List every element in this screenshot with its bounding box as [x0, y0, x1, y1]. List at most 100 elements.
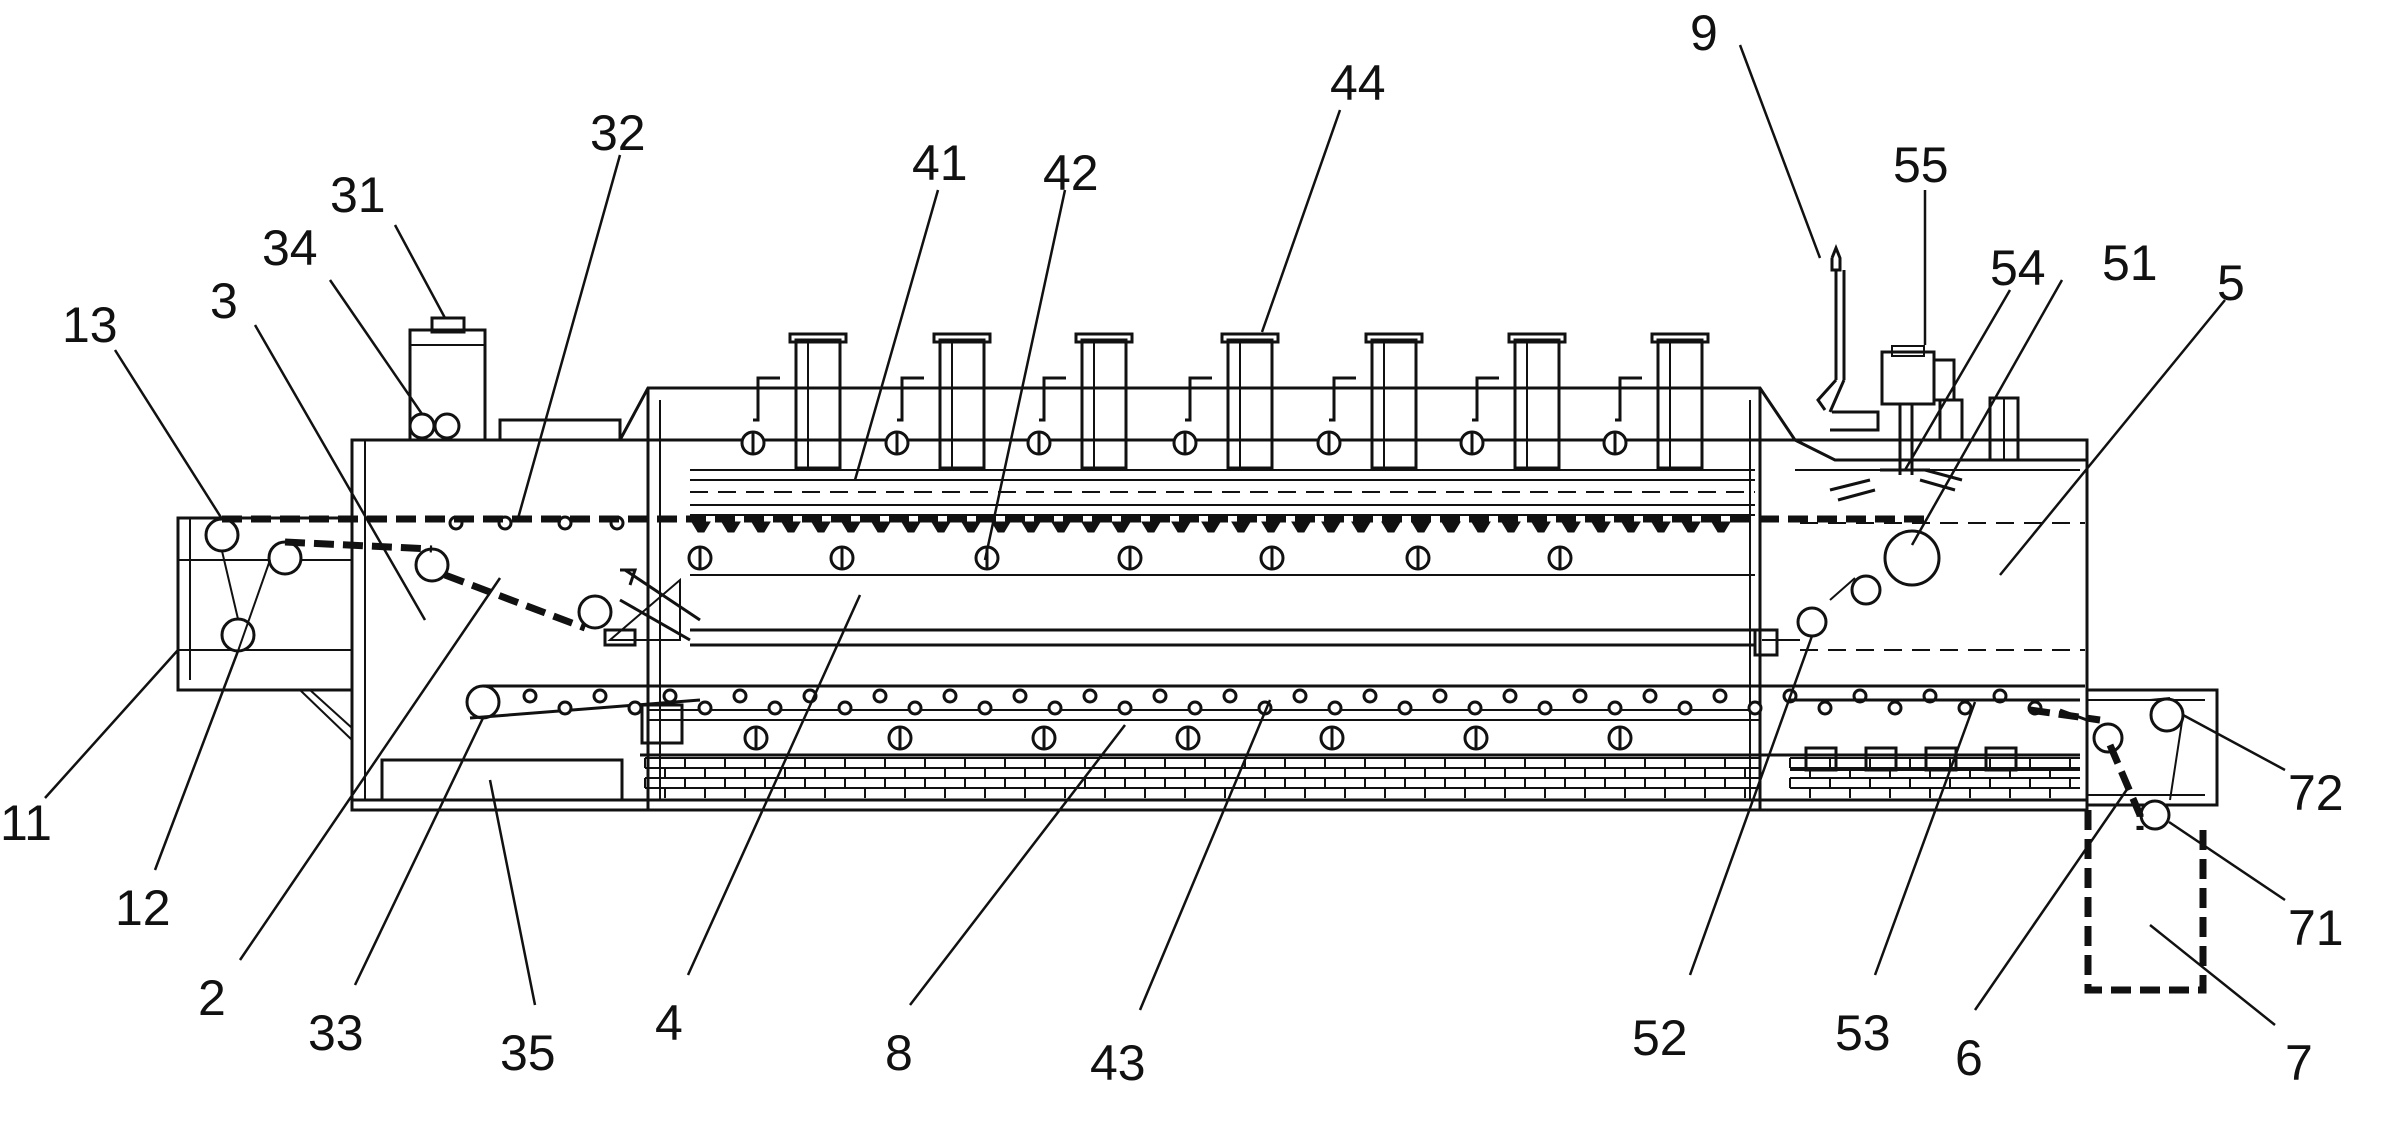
conveyor-roll	[1222, 688, 1238, 704]
conveyor-roll	[872, 688, 888, 704]
roll-51	[1883, 529, 1941, 587]
conveyor-roll	[662, 688, 678, 704]
label-43: 43	[1090, 1035, 1146, 1091]
jet-nozzle	[991, 521, 1011, 533]
chamber-8	[640, 703, 2080, 798]
label-52: 52	[1632, 1010, 1688, 1066]
blower-pipe	[1185, 376, 1212, 422]
label-33: 33	[308, 1005, 364, 1061]
label-13: 13	[62, 297, 118, 353]
jet-nozzle	[1621, 521, 1641, 533]
roll-34a	[408, 412, 436, 440]
jet-nozzle	[1291, 521, 1311, 533]
blower-unit	[1656, 338, 1704, 470]
jet-nozzle	[691, 521, 711, 533]
jet-nozzle	[901, 521, 921, 533]
jet-nozzle	[1141, 521, 1161, 533]
jet-nozzle	[1711, 521, 1731, 533]
label-54: 54	[1990, 240, 2046, 296]
jet-nozzle	[961, 521, 981, 533]
leader-lines	[44, 44, 2286, 1026]
jet-nozzle	[1231, 521, 1251, 533]
conveyor-roll	[942, 688, 958, 704]
label-8: 8	[885, 1025, 913, 1081]
conveyor-roll	[1362, 688, 1378, 704]
jet-nozzle	[1051, 521, 1071, 533]
label-51: 51	[2102, 235, 2158, 291]
blower-units	[740, 332, 1710, 470]
roll-13	[204, 517, 240, 553]
jet-nozzle	[1531, 521, 1551, 533]
conveyor-roll	[1677, 700, 1693, 716]
label-34: 34	[262, 220, 318, 276]
label-35: 35	[500, 1025, 556, 1081]
section-3	[380, 316, 701, 802]
label-44: 44	[1330, 55, 1386, 111]
roll-6	[2092, 722, 2124, 754]
conveyor-roll	[1957, 700, 1973, 716]
blower-cap	[1074, 332, 1134, 344]
blower-unit	[1080, 338, 1128, 470]
jet-nozzle	[1111, 521, 1131, 533]
label-11: 11	[0, 795, 52, 851]
roll-52	[1796, 606, 1828, 638]
blower-unit	[1370, 338, 1418, 470]
blower-pipe	[1472, 376, 1499, 422]
blower-unit	[938, 338, 986, 470]
blower-cap	[1364, 332, 1424, 344]
roll-3a	[414, 547, 450, 583]
jet-nozzle	[1411, 521, 1431, 533]
fabric-thin-path	[221, 550, 2184, 801]
jet-nozzle	[871, 521, 891, 533]
part-labels: 9 44 55 32 41 42 54 51 5 31 34 13 3 11 1…	[0, 5, 2344, 1091]
jet-nozzle	[781, 521, 801, 533]
roll-33	[465, 684, 501, 720]
label-12: 12	[115, 880, 171, 936]
label-55: 55	[1893, 137, 1949, 193]
jet-nozzle	[1351, 521, 1371, 533]
conveyor-roll	[627, 700, 643, 716]
label-4: 4	[655, 995, 683, 1051]
conveyor-roll	[1292, 688, 1308, 704]
label-71: 71	[2288, 900, 2344, 956]
roll-72	[2149, 697, 2185, 733]
label-41: 41	[912, 135, 968, 191]
blower-unit	[794, 338, 842, 470]
jet-nozzle	[1681, 521, 1701, 533]
roll-infeed-top	[267, 540, 303, 576]
label-53: 53	[1835, 1005, 1891, 1061]
conveyor-roll	[522, 688, 538, 704]
blower-pipe	[1615, 376, 1642, 422]
conveyor-roll	[1607, 700, 1623, 716]
conveyor-roll	[1082, 688, 1098, 704]
conveyor-roll	[1537, 700, 1553, 716]
lower-conveyor	[465, 684, 2085, 720]
conveyor-roll	[977, 700, 993, 716]
jet-nozzle	[1201, 521, 1221, 533]
jet-nozzle	[1471, 521, 1491, 533]
conveyor-roll	[1887, 700, 1903, 716]
blower-pipe	[1039, 376, 1066, 422]
conveyor-roll	[1012, 688, 1028, 704]
label-3: 3	[210, 273, 238, 329]
nozzle-row	[691, 521, 1731, 533]
blower-cap	[788, 332, 848, 344]
jet-nozzle	[1381, 521, 1401, 533]
conveyor-roll	[697, 700, 713, 716]
conveyor-roll	[907, 700, 923, 716]
conveyor-roll	[732, 688, 748, 704]
jet-nozzle	[841, 521, 861, 533]
label-7: 7	[2285, 1035, 2313, 1091]
roll-12	[220, 617, 256, 653]
conveyor-roll	[1502, 688, 1518, 704]
conveyor-roll	[557, 700, 573, 716]
section-5	[1762, 243, 2085, 772]
jet-nozzle	[1651, 521, 1671, 533]
blower-unit	[1513, 338, 1561, 470]
conveyor-roll	[1117, 700, 1133, 716]
jet-nozzle	[1021, 521, 1041, 533]
conveyor-roll	[1467, 700, 1483, 716]
outfeed	[2059, 688, 2219, 994]
jet-nozzle	[1561, 521, 1581, 533]
